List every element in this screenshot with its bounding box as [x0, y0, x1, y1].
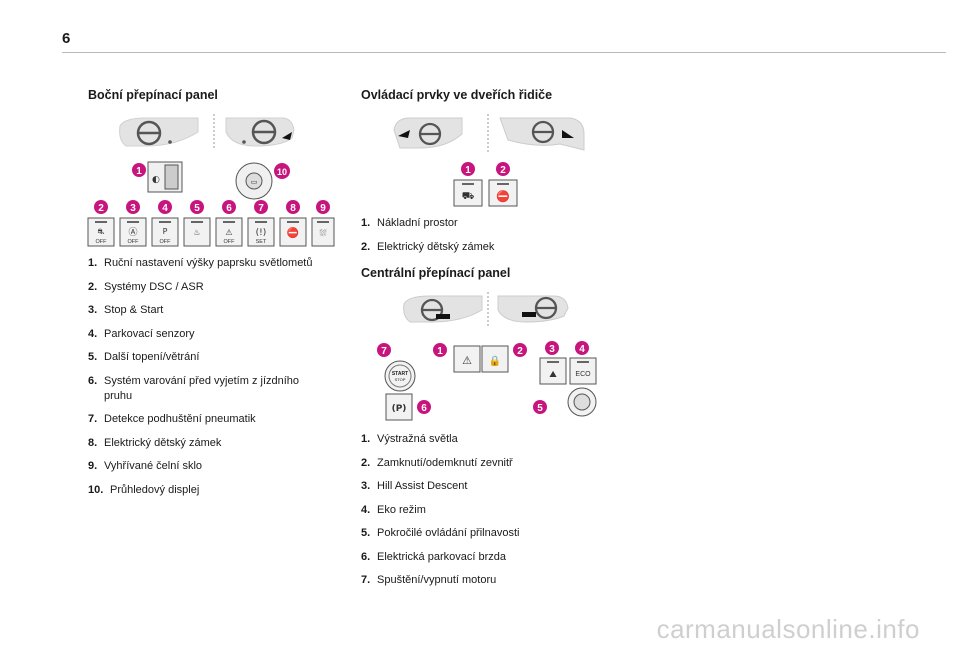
list-item: 2.Elektrický dětský zámek — [361, 240, 495, 253]
callout-8: 8 — [290, 203, 296, 214]
svg-text:⛰: ⛰ — [549, 370, 557, 380]
dashboard-rhd-icon — [225, 117, 295, 147]
side-panel-buttons: ⛐ Ⓐ P ♨ ⚠ (!) ⛔ ⛆ — [87, 217, 335, 247]
list-item: 6.Systém varování před vyjetím z jízdníh… — [88, 374, 300, 402]
callout-door-1: 1 — [465, 165, 471, 176]
list-item: 1.Ruční nastavení výšky paprsku světlome… — [88, 257, 313, 269]
central-panel-figure: START STOP ⚠ 🔒 ⛰ ECO (P) 7 1 2 3 4 6 5 — [377, 292, 597, 421]
btn-label-lane: OFF — [224, 239, 236, 245]
list-item: 6.Elektrická parkovací brzda — [361, 550, 506, 563]
svg-text:Ⓐ: Ⓐ — [128, 227, 137, 238]
list-item: 4.Parkovací senzory — [88, 327, 195, 340]
svg-text:P: P — [163, 227, 168, 236]
callout-4: 4 — [162, 203, 168, 214]
list-item: 3.Stop & Start — [88, 304, 164, 316]
central-panel-list: 1.Výstražná světla 2.Zamknutí/odemknutí … — [361, 432, 621, 597]
callout-7: 7 — [258, 203, 264, 214]
section-title-central-panel: Centrální přepínací panel — [361, 266, 511, 280]
callout-central-2: 2 — [517, 346, 523, 357]
callout-central-1: 1 — [437, 346, 443, 357]
dashboard-lhd-icon — [119, 117, 199, 147]
list-item: 2.Systémy DSC / ASR — [88, 280, 204, 293]
callout-6: 6 — [226, 203, 232, 214]
section-title-driver-door: Ovládací prvky ve dveřích řidiče — [361, 88, 553, 102]
svg-text:⛆: ⛆ — [319, 228, 326, 239]
btn-label-tyre: SET — [256, 239, 267, 245]
start-label: START — [392, 371, 408, 377]
callout-central-5: 5 — [537, 403, 543, 414]
section-title-side-panel: Boční přepínací panel — [88, 88, 218, 102]
svg-text:⛐: ⛐ — [98, 227, 105, 236]
svg-text:⛔: ⛔ — [287, 226, 299, 239]
callout-3: 3 — [130, 203, 136, 214]
stop-label: STOP — [395, 377, 406, 382]
list-item: 7.Detekce podhuštění pneumatik — [88, 413, 256, 425]
list-item: 1.Nákladní prostor — [361, 217, 458, 229]
callout-10: 10 — [277, 167, 287, 177]
callout-1: 1 — [136, 166, 142, 177]
list-item: 3.Hill Assist Descent — [361, 480, 468, 492]
callout-5: 5 — [194, 203, 200, 214]
eco-label: ECO — [575, 371, 591, 378]
list-item: 7.Spuštění/vypnutí motoru — [361, 574, 497, 586]
btn-label-park: OFF — [160, 239, 172, 245]
callout-central-7: 7 — [381, 346, 387, 357]
watermark: carmanualsonline.info — [656, 614, 920, 644]
svg-text:(P): (P) — [392, 404, 407, 414]
svg-text:⚠: ⚠ — [462, 354, 472, 367]
callout-door-2: 2 — [500, 165, 506, 176]
page-number: 6 — [62, 30, 71, 47]
btn-label-stopstart: OFF — [128, 239, 140, 245]
list-item: 8.Elektrický dětský zámek — [88, 436, 222, 449]
svg-text:⚠: ⚠ — [225, 228, 232, 237]
list-item: 10.Průhledový displej — [88, 483, 200, 496]
list-item: 9.Vyhřívané čelní sklo — [88, 460, 203, 472]
side-panel-list: 1.Ruční nastavení výšky paprsku světlome… — [88, 256, 328, 506]
callout-2: 2 — [98, 203, 104, 214]
callout-central-6: 6 — [421, 403, 427, 414]
svg-text:♨: ♨ — [193, 228, 200, 237]
svg-text:🔒: 🔒 — [489, 355, 501, 367]
list-item: 2.Zamknutí/odemknutí zevnitř — [361, 456, 513, 469]
list-item: 5.Další topení/větrání — [88, 351, 200, 363]
callout-central-4: 4 — [579, 344, 585, 355]
svg-text:◐: ◐ — [152, 175, 160, 185]
driver-door-list: 1.Nákladní prostor 2.Elektrický dětský z… — [361, 216, 601, 263]
svg-text:⛟: ⛟ — [462, 191, 475, 202]
callout-central-3: 3 — [549, 344, 555, 355]
list-item: 5.Pokročilé ovládání přilnavosti — [361, 527, 520, 539]
svg-text:(!): (!) — [256, 228, 267, 238]
svg-text:▭: ▭ — [251, 178, 258, 186]
btn-label-dsc: OFF — [96, 239, 108, 245]
list-item: 1.Výstražná světla — [361, 433, 458, 445]
driver-door-figure: ⛟ ⛔ 1 2 — [393, 114, 585, 207]
svg-text:⛔: ⛔ — [496, 190, 510, 203]
side-panel-figure: ◐ ▭ ⛐ Ⓐ P ♨ ⚠ (!) ⛔ ⛆ OFF OFF OFF OFF SE… — [87, 114, 335, 247]
callout-9: 9 — [320, 203, 326, 214]
list-item: 4.Eko režim — [361, 503, 426, 516]
header-rule — [62, 52, 946, 53]
